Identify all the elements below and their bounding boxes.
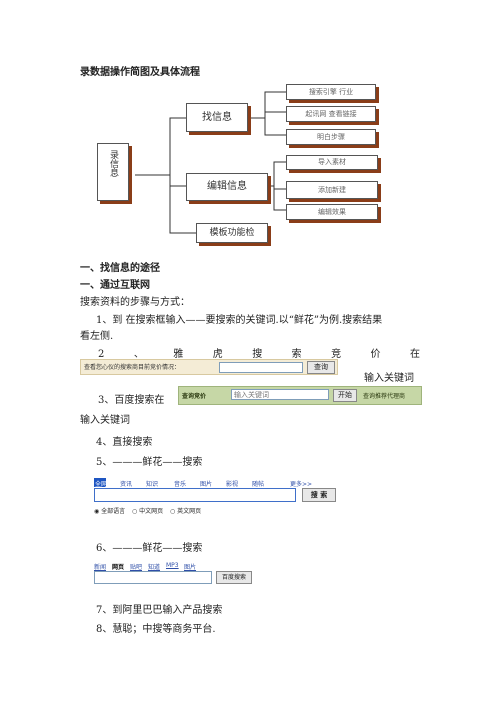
portal-search-button[interactable]: 搜 索 <box>302 488 336 502</box>
step-6-text: 6、———鲜花——搜索 <box>96 543 203 554</box>
portal-tab[interactable]: 全网 <box>95 481 108 488</box>
step-5-text: 5、———鲜花——搜索 <box>96 457 203 468</box>
baidu-tab[interactable]: 贴吧 <box>130 564 143 571</box>
step-2-char: 搜 <box>252 349 263 360</box>
baidu-tab[interactable]: 知道 <box>148 564 161 571</box>
step-2-char: 虎 <box>212 349 223 360</box>
baidu-search-input[interactable] <box>94 571 212 584</box>
step-2-char: 竞 <box>331 349 342 360</box>
radio-all-languages[interactable]: ◉ 全部语言 <box>94 508 126 515</box>
baidu-tab[interactable]: MP3 <box>166 562 179 569</box>
leaf-add-new: 添加新建 <box>286 181 378 199</box>
step-2-char: 在 <box>410 349 420 360</box>
yahoo-bid-label: 查看您心仪的搜索商目前竞价情况： <box>84 364 181 371</box>
portal-tab[interactable]: 音乐 <box>174 481 187 488</box>
step-2-char: 、 <box>133 349 144 360</box>
step-7-text: 7、到阿里巴巴输入产品搜索 <box>96 605 223 616</box>
step-2-line: 2 、 雅 虎 搜 索 竞 价 在 <box>98 348 420 362</box>
leaf-steps: 明白步骤 <box>286 129 376 145</box>
step-3-text: 3、百度搜索在 <box>98 395 165 406</box>
leaf-search-engine: 搜索引擎 行业 <box>286 84 376 100</box>
diagram-root-node: 录信息 <box>97 143 129 201</box>
portal-search-input[interactable] <box>94 488 296 502</box>
portal-tab[interactable]: 知识 <box>146 481 159 488</box>
radio-label: 全部语言 <box>101 508 126 515</box>
baidu-keyword-input[interactable]: 输入关键词 <box>231 389 329 400</box>
step-1-line-1: 1、到 在搜索框输入——要搜索的关键词.以“鲜花”为例.搜索结果 <box>96 315 383 326</box>
branch-node-edit: 编辑信息 <box>186 173 268 201</box>
portal-tab-more[interactable]: 更多>> <box>290 481 313 488</box>
leaf-import: 导入素材 <box>286 155 378 170</box>
baidu-tab[interactable]: 图片 <box>184 564 197 571</box>
section-subheading: 一、通过互联网 <box>80 280 150 291</box>
baidu-search-button[interactable]: 百度搜索 <box>216 571 252 584</box>
portal-tab[interactable]: 随帖 <box>252 481 265 488</box>
radio-label: 中文网页 <box>139 508 164 515</box>
baidu-bid-label: 查询竞价 <box>182 393 207 400</box>
root-label: 录信息 <box>108 150 118 177</box>
steps-intro: 搜索资料的步骤与方式： <box>80 297 190 308</box>
step-2-char: 2 <box>98 349 105 360</box>
section-heading: 一、找信息的途径 <box>80 263 160 274</box>
page-title: 录数据操作简图及具体流程 <box>80 67 200 78</box>
portal-tab[interactable]: 图片 <box>200 481 213 488</box>
keyword-hint-2: 输入关键词 <box>80 415 130 426</box>
step-2-char: 雅 <box>173 349 184 360</box>
radio-english[interactable]: ○ 英文网页 <box>170 508 202 515</box>
diagram-connectors <box>135 91 286 234</box>
baidu-bid-bar: 查询竞价 输入关键词 开始 查询推荐代理商 <box>178 386 422 405</box>
portal-tab[interactable]: 影视 <box>226 481 239 488</box>
leaf-edit-effect: 编辑效果 <box>286 204 378 220</box>
yahoo-keyword-input[interactable] <box>219 362 303 373</box>
baidu-search-widget: 新闻 网页 贴吧 知道 MP3 图片 百度搜索 <box>94 562 254 584</box>
radio-label: 英文网页 <box>177 508 202 515</box>
baidu-agent-link[interactable]: 查询推荐代理商 <box>363 393 406 400</box>
step-1-line-2: 看左侧. <box>80 331 114 342</box>
portal-tab-active-bg <box>94 478 106 487</box>
baidu-tab-active[interactable]: 网页 <box>112 564 125 571</box>
branch-node-template: 模板功能检 <box>196 223 268 243</box>
step-2-char: 索 <box>291 349 302 360</box>
baidu-start-button[interactable]: 开始 <box>333 389 357 402</box>
keyword-hint: 输入关键词 <box>364 373 414 384</box>
step-4-text: 4、直接搜索 <box>96 437 153 448</box>
radio-chinese[interactable]: ○ 中文网页 <box>132 508 164 515</box>
step-8-text: 8、慧聪；中搜等商务平台. <box>96 624 216 635</box>
baidu-tab[interactable]: 新闻 <box>94 564 107 571</box>
yahoo-bid-bar: 查看您心仪的搜索商目前竞价情况： 查询 <box>80 359 338 375</box>
yahoo-query-button[interactable]: 查询 <box>307 361 335 374</box>
branch-node-find: 找信息 <box>186 103 248 132</box>
leaf-link: 起讯网 查看链接 <box>286 106 376 122</box>
portal-tab[interactable]: 资讯 <box>120 481 133 488</box>
step-2-char: 价 <box>370 349 381 360</box>
portal-search-widget: 全网 资讯 知识 音乐 图片 影视 随帖 更多>> 搜 索 ◉ 全部语言 ○ 中… <box>94 478 336 524</box>
